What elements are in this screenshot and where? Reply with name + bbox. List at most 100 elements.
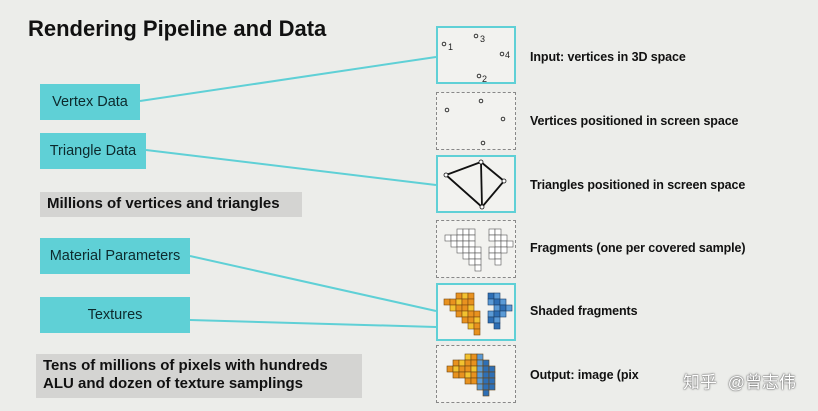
fragment-cell [494, 240, 502, 248]
fragment-cell [476, 353, 484, 361]
stage-panel-input-vertices: 1 3 4 2 [436, 26, 516, 84]
fragment-cell [464, 359, 472, 367]
fragment-cell [473, 316, 481, 324]
fragment-cell [488, 228, 496, 236]
pixels-note-line-2: ALU and dozen of texture samplings [43, 375, 304, 392]
fragment-cell [493, 316, 501, 324]
fragment-cell [493, 292, 501, 300]
fragment-cell [487, 292, 495, 300]
vertices-triangles-note-text: Millions of vertices and triangles [47, 195, 280, 212]
fragment-cell [470, 371, 478, 379]
fragment-cell [470, 377, 478, 385]
fragment-cell [493, 298, 501, 306]
fragment-cell [456, 246, 464, 254]
fragment-cell [467, 292, 475, 300]
vertex-data-label: Vertex Data [52, 94, 128, 110]
fragment-cell [468, 246, 476, 254]
fragment-cell [493, 304, 501, 312]
fragment-cell [499, 298, 507, 306]
fragment-cell [482, 365, 490, 373]
fragment-cell [456, 240, 464, 248]
fragment-cell [444, 234, 452, 242]
stage-panel-shaded-fragments [436, 283, 516, 341]
connector-vertex-data [139, 56, 437, 102]
material-parameters-label: Material Parameters [49, 248, 181, 264]
fragment-cell [464, 371, 472, 379]
fragment-cell [450, 240, 458, 248]
fragment-cell [506, 240, 514, 248]
stage-panel-output-image [436, 345, 516, 403]
fragment-cell [455, 292, 463, 300]
fragment-cell [482, 377, 490, 385]
fragment-cell [455, 298, 463, 306]
fragment-cell [452, 359, 460, 367]
stage-panel-fragments [436, 220, 516, 278]
fragment-cell [494, 258, 502, 266]
fragment-cell [499, 304, 507, 312]
fragment-cell [487, 310, 495, 318]
fragment-cell [476, 383, 484, 391]
textures-label: Textures [87, 307, 143, 323]
pixels-note-line-1: Tens of millions of pixels with hundreds [43, 357, 328, 374]
fragment-cell [455, 304, 463, 312]
fragment-cell [470, 359, 478, 367]
fragment-cell [467, 322, 475, 330]
fragment-cell [488, 365, 496, 373]
watermark-author: @曾志伟 [727, 373, 796, 392]
fragment-cell [467, 310, 475, 318]
stage-panel-triangles [436, 155, 516, 213]
fragment-cell [476, 365, 484, 373]
fragment-cell [488, 377, 496, 385]
fragment-cell [494, 246, 502, 254]
fragment-cell [446, 365, 454, 373]
fragment-cell [488, 246, 496, 254]
stage-label-shaded-fragments: Shaded fragments [530, 304, 638, 318]
fragment-cell [468, 258, 476, 266]
vertex-label-2: 2 [482, 74, 487, 82]
fragment-cell [470, 365, 478, 373]
fragment-cell [500, 240, 508, 248]
fragment-cell [462, 234, 470, 242]
triangle-data-label: Triangle Data [49, 143, 137, 159]
fragment-cell [452, 365, 460, 373]
fragment-cell [443, 298, 451, 306]
fragment-cell [500, 234, 508, 242]
fragment-cell [474, 264, 482, 272]
fragment-cell [458, 359, 466, 367]
fragment-cell [468, 252, 476, 260]
watermark-site: 知乎 [683, 373, 717, 392]
fragment-cell [456, 234, 464, 242]
vertices-triangles-note: Millions of vertices and triangles [40, 192, 302, 217]
fragment-cell [488, 383, 496, 391]
vertex-label-4: 4 [505, 50, 510, 60]
fragment-cell [474, 246, 482, 254]
fragment-cell [452, 371, 460, 379]
fragment-cell [467, 304, 475, 312]
fragment-cell [500, 246, 508, 254]
fragment-cell [462, 252, 470, 260]
fragment-cell [461, 292, 469, 300]
fragment-cell [476, 371, 484, 379]
fragment-cell [482, 371, 490, 379]
fragment-cell [461, 316, 469, 324]
fragment-cell [467, 316, 475, 324]
fragment-cell [473, 310, 481, 318]
connector-textures [189, 319, 437, 328]
connector-material-parameters [189, 255, 437, 312]
fragment-cell [476, 359, 484, 367]
fragment-cell [488, 234, 496, 242]
fragment-cell [456, 228, 464, 236]
fragment-cell [493, 310, 501, 318]
fragment-cell [473, 322, 481, 330]
fragment-cell [487, 298, 495, 306]
vertex-label-1: 1 [448, 42, 453, 52]
watermark: 知乎 @曾志伟 [683, 368, 796, 393]
fragment-cell [464, 353, 472, 361]
fragment-cell [458, 371, 466, 379]
fragment-cell [464, 377, 472, 385]
material-parameters-box: Material Parameters [40, 238, 190, 274]
fragment-cell [494, 228, 502, 236]
fragment-cell [473, 328, 481, 336]
fragment-cell [499, 310, 507, 318]
